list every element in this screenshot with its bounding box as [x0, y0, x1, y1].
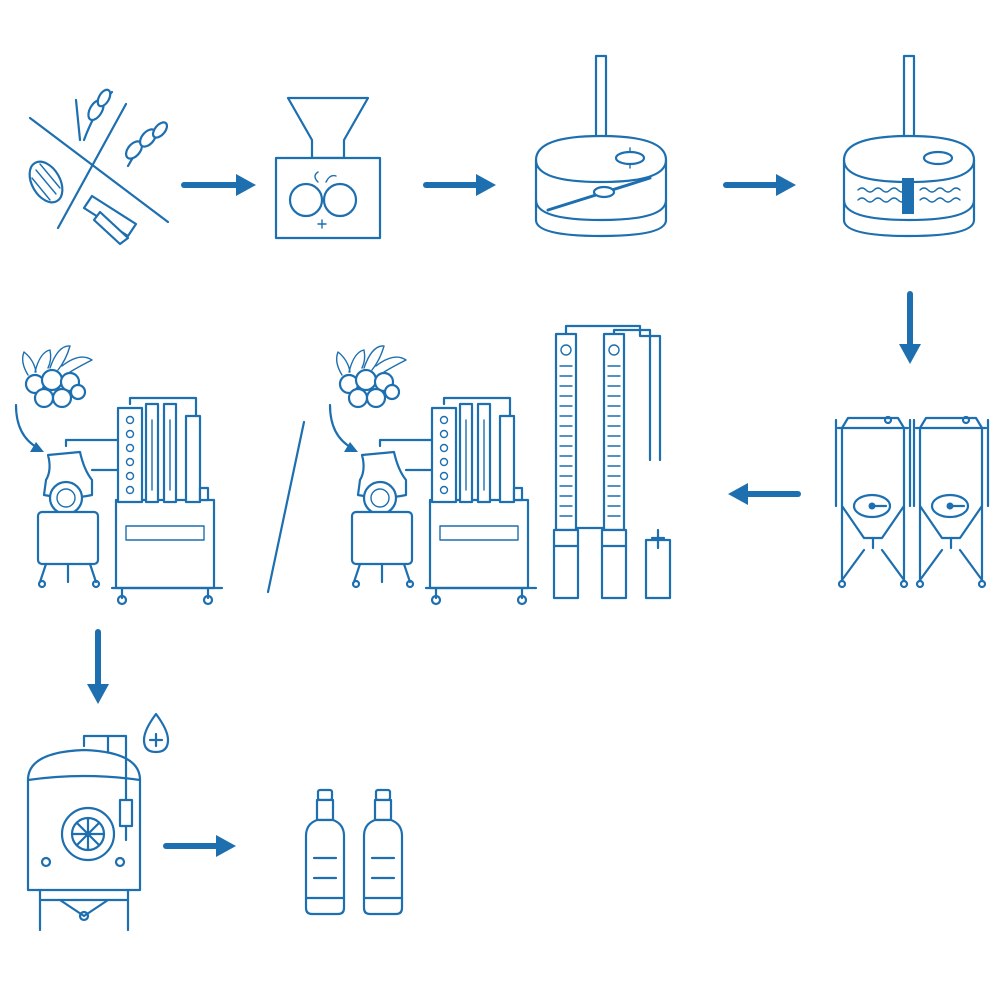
- flow-arrow: [166, 835, 236, 857]
- lauter-tun-icon: [844, 56, 974, 236]
- flow-arrow: [184, 174, 256, 196]
- grain-mill-icon: [276, 98, 380, 238]
- flow-arrow: [87, 632, 109, 704]
- add-water-drop-icon: [144, 714, 168, 752]
- pot-still-icon: [330, 346, 536, 604]
- flow-arrow: [426, 174, 496, 196]
- flow-arrow: [726, 174, 796, 196]
- flow-arrow: [728, 483, 798, 505]
- pot-still-icon: [16, 346, 222, 604]
- column-still-icon: [554, 326, 670, 598]
- blending-tank-icon: [28, 736, 140, 930]
- fermentation-tanks-icon: [836, 417, 988, 587]
- grains-icon: [23, 88, 170, 244]
- mash-tun-icon: [536, 56, 666, 236]
- flow-arrow: [899, 294, 921, 364]
- bottles-icon: [306, 790, 402, 914]
- or-divider: [268, 422, 304, 592]
